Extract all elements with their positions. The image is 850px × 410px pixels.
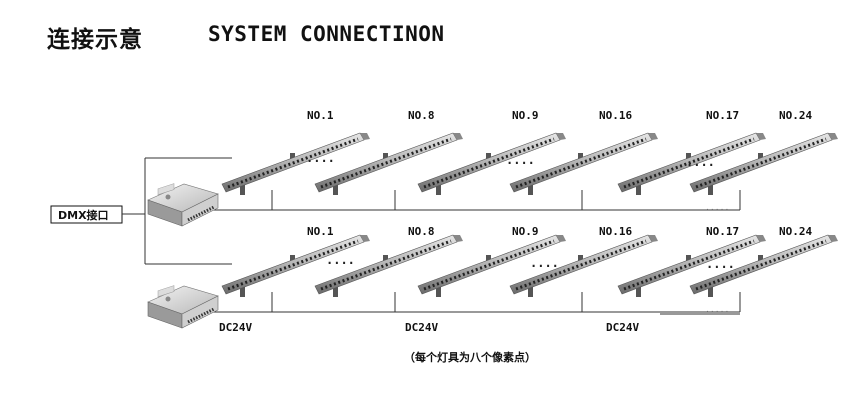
ellipsis: .... <box>506 153 535 167</box>
light-bar <box>220 131 372 197</box>
fixture-label-no17: NO.17 <box>706 109 739 122</box>
title-english: SYSTEM CONNECTINON <box>208 22 445 46</box>
power-label-dc24v: DC24V <box>219 321 252 334</box>
dmx-wiring <box>122 157 741 315</box>
ellipsis: .... <box>706 257 735 271</box>
fixture-label-no1: NO.1 <box>307 109 334 122</box>
power-supply-2 <box>146 284 220 330</box>
ellipsis-small: ..... <box>706 305 730 315</box>
pixel-note: （每个灯具为八个像素点） <box>404 350 536 364</box>
fixture-label-no8: NO.8 <box>408 225 435 238</box>
ellipsis: .... <box>306 151 335 165</box>
fixture-label-no17: NO.17 <box>706 225 739 238</box>
fixture-label-no8: NO.8 <box>408 109 435 122</box>
power-label-dc24v: DC24V <box>405 321 438 334</box>
ellipsis-small: ..... <box>706 203 730 213</box>
power-label-dc24v: DC24V <box>606 321 639 334</box>
fixture-label-no24: NO.24 <box>779 225 812 238</box>
title-chinese: 连接示意 <box>47 27 143 53</box>
fixture-label-no16: NO.16 <box>599 225 632 238</box>
ellipsis: .... <box>530 256 559 270</box>
fixture-label-no16: NO.16 <box>599 109 632 122</box>
fixture-label-no9: NO.9 <box>512 109 539 122</box>
fixture-label-no1: NO.1 <box>307 225 334 238</box>
power-supply-1 <box>146 182 220 228</box>
fixture-label-no9: NO.9 <box>512 225 539 238</box>
ellipsis: .... <box>326 253 355 267</box>
fixture-label-no24: NO.24 <box>779 109 812 122</box>
ellipsis: .... <box>686 155 715 169</box>
dmx-interface-label: DMX接口 <box>58 208 109 222</box>
